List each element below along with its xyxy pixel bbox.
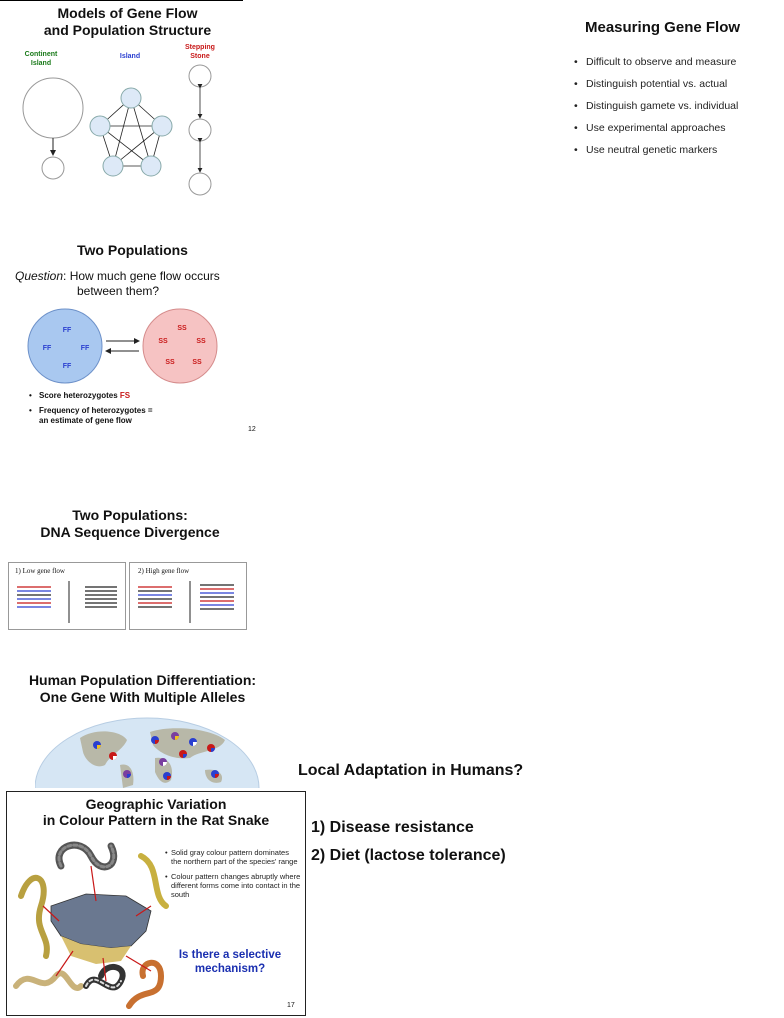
high-gene-flow-panel: 2) High gene flow [129, 562, 247, 630]
stepping-stone-label-l2: Stone [190, 53, 210, 60]
svg-text:FF: FF [43, 345, 52, 352]
continent-island-label-l2: Island [31, 60, 51, 67]
list-item: Use neutral genetic markers [572, 139, 777, 161]
slide1-title-line2: and Population Structure [43, 22, 212, 38]
slide7-notes: •Solid gray colour pattern dominates the… [165, 848, 301, 899]
low-gene-flow-panel: 1) Low gene flow [8, 562, 126, 630]
slide6-title: Local Adaptation in Humans? [298, 762, 524, 779]
island-circle [41, 156, 65, 180]
panel1-label: 1) Low gene flow [15, 567, 65, 575]
slide1-title: Models of Gene Flow and Population Struc… [20, 5, 235, 39]
top-rule [0, 0, 243, 1]
world-allele-map [35, 717, 260, 788]
slide4-title-line1: Two Populations: [72, 507, 188, 523]
question-text: : How much gene flow occurs [63, 269, 220, 283]
slide6-list: 1) Disease resistance 2) Diet (lactose t… [311, 814, 506, 870]
list-item: •Solid gray colour pattern dominates the… [165, 848, 298, 866]
svg-text:SS: SS [158, 338, 168, 345]
slide5-title-line2: One Gene With Multiple Alleles [39, 689, 246, 705]
slide7-question: Is there a selective mechanism? [178, 949, 282, 975]
svg-text:SS: SS [196, 338, 206, 345]
allele-pie-markers [93, 732, 219, 780]
list-item: Difficult to observe and measure [572, 51, 777, 73]
panel2-label: 2) High gene flow [138, 567, 190, 575]
svg-text:FF: FF [81, 345, 90, 352]
slide7-title: Geographic Variation in Colour Pattern i… [7, 796, 305, 828]
list-item: Distinguish gamete vs. individual [572, 95, 777, 117]
slide3-title: Two Populations [77, 242, 188, 258]
list-item: Use experimental approaches [572, 117, 777, 139]
slide5-title: Human Population Differentiation: One Ge… [10, 672, 275, 706]
gene-flow-models-diagram: Continent Island Island Stepping Stone [22, 44, 215, 196]
svg-text:SS: SS [177, 325, 187, 332]
continent-island-label-l1: Continent [25, 51, 58, 58]
continent-circle [22, 77, 84, 139]
svg-text:FF: FF [63, 327, 72, 334]
population-ff-circle [27, 308, 103, 384]
list-item: Score heterozygotes FS [27, 391, 237, 401]
svg-text:FF: FF [63, 363, 72, 370]
two-populations-diagram: FF FF FF FF SS SS SS SS SS [27, 308, 218, 384]
list-item: 2) Diet (lactose tolerance) [311, 847, 506, 864]
population-ss-circle [142, 308, 218, 384]
svg-text:SS: SS [165, 359, 175, 366]
slide7-frame: Geographic Variation in Colour Pattern i… [6, 791, 306, 1016]
list-item: Frequency of heterozygotes =an estimate … [27, 406, 237, 426]
slide4-title: Two Populations: DNA Sequence Divergence [15, 507, 245, 541]
question-label: Question [15, 269, 64, 283]
slide2-bullet-list: Difficult to observe and measure Disting… [572, 51, 777, 161]
list-item: 1) Disease resistance [311, 819, 474, 836]
svg-text:SS: SS [192, 359, 202, 366]
slide1-title-line1: Models of Gene Flow [57, 5, 198, 21]
slide3-bullets: Score heterozygotes FS Frequency of hete… [27, 391, 237, 431]
slide3-question: Question: How much gene flow occurs betw… [15, 269, 255, 299]
slide4-title-line2: DNA Sequence Divergence [40, 524, 220, 540]
slide7-title-line1: Geographic Variation [85, 796, 227, 812]
slide3-page-number: 12 [248, 426, 256, 433]
slide7-page-number: 17 [287, 1002, 295, 1009]
island-model-label: Island [120, 53, 140, 60]
slide5-title-line1: Human Population Differentiation: [28, 672, 257, 688]
question-text-2: between them? [77, 284, 160, 298]
list-item: •Colour pattern changes abruptly where d… [165, 872, 301, 899]
slide2-title: Measuring Gene Flow [585, 19, 741, 36]
slide7-title-line2: in Colour Pattern in the Rat Snake [42, 812, 270, 828]
rat-snake-range-map [13, 841, 169, 1009]
list-item: Distinguish potential vs. actual [572, 73, 777, 95]
stepping-stone-label-l1: Stepping [185, 44, 215, 51]
